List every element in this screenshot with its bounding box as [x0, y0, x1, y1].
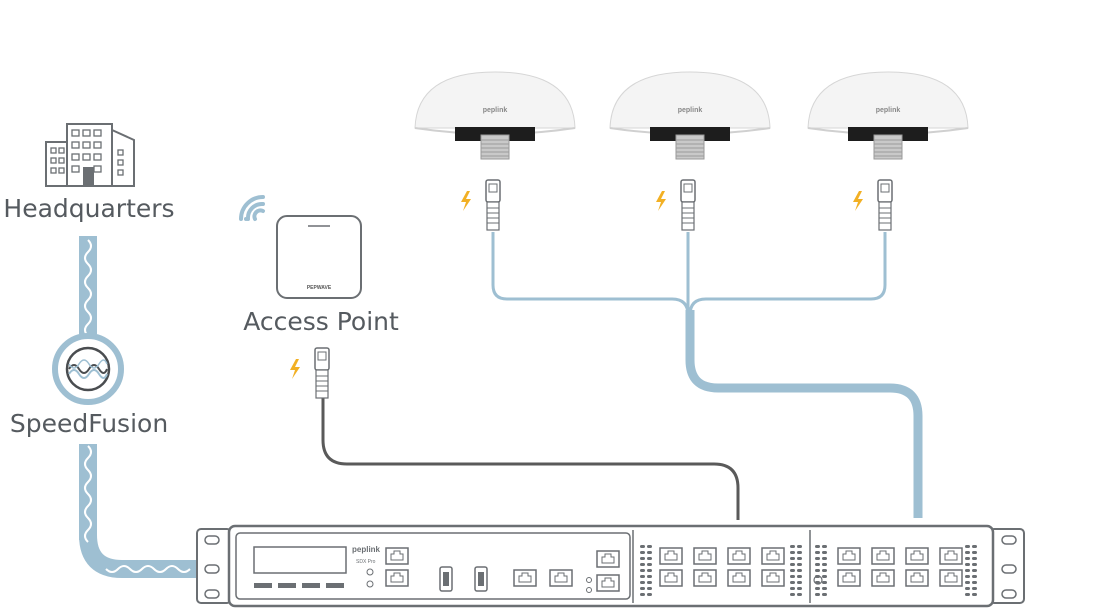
- ethernet-port: [693, 569, 717, 587]
- ethernet-port: [385, 547, 409, 565]
- access-point-label: Access Point: [243, 307, 399, 336]
- power-bolt-icon: [853, 191, 863, 211]
- ethernet-port: [385, 569, 409, 587]
- router-logo: peplink: [352, 545, 381, 554]
- antenna-dome-2: peplink: [609, 71, 771, 160]
- antenna-trunk-cable: [685, 310, 923, 518]
- vent-grille: [965, 545, 977, 596]
- ethernet-port: [513, 569, 537, 587]
- ethernet-connector-3: [877, 179, 893, 231]
- ethernet-port: [761, 569, 785, 587]
- vent-grille: [640, 545, 652, 596]
- ethernet-port: [727, 569, 751, 587]
- antenna-dome-3: peplink: [807, 71, 969, 160]
- ethernet-port: [905, 547, 929, 565]
- router-device: peplink SDX Pro: [196, 524, 1025, 608]
- antenna-dome-1: peplink: [414, 71, 576, 160]
- ethernet-port: [596, 550, 620, 568]
- ethernet-port: [871, 547, 895, 565]
- ethernet-port: [659, 547, 683, 565]
- ethernet-port: [837, 547, 861, 565]
- power-bolt-icon: [656, 191, 666, 211]
- ethernet-port: [727, 547, 751, 565]
- speedfusion-cable: [79, 236, 200, 578]
- antenna-logo: peplink: [678, 107, 703, 114]
- ethernet-port: [761, 547, 785, 565]
- ethernet-port: [693, 547, 717, 565]
- ethernet-port: [837, 569, 861, 587]
- ethernet-connector-2: [680, 179, 696, 231]
- vent-grille: [790, 545, 802, 596]
- router-model: SDX Pro: [356, 559, 376, 565]
- wifi-icon: [239, 195, 265, 221]
- access-point-cable: [321, 398, 740, 520]
- power-bolt-icon: [461, 191, 471, 211]
- building-icon: [45, 123, 135, 187]
- ethernet-port: [905, 569, 929, 587]
- ethernet-port: [659, 569, 683, 587]
- ethernet-connector-4: [314, 347, 330, 399]
- access-point-device: PEPWAVE: [276, 215, 362, 299]
- antenna-logo: peplink: [483, 107, 508, 114]
- ethernet-port: [871, 569, 895, 587]
- speedfusion-icon: [52, 333, 124, 405]
- ethernet-port: [939, 569, 963, 587]
- ground-screw-icon: [813, 575, 823, 585]
- antenna-logo: peplink: [876, 107, 901, 114]
- headquarters-label: Headquarters: [3, 194, 174, 223]
- ethernet-port: [596, 574, 620, 592]
- ethernet-port: [939, 547, 963, 565]
- power-bolt-icon: [290, 359, 300, 379]
- speedfusion-label: SpeedFusion: [10, 409, 168, 438]
- ethernet-port: [549, 569, 573, 587]
- access-point-logo: PEPWAVE: [307, 285, 332, 291]
- ethernet-connector-1: [485, 179, 501, 231]
